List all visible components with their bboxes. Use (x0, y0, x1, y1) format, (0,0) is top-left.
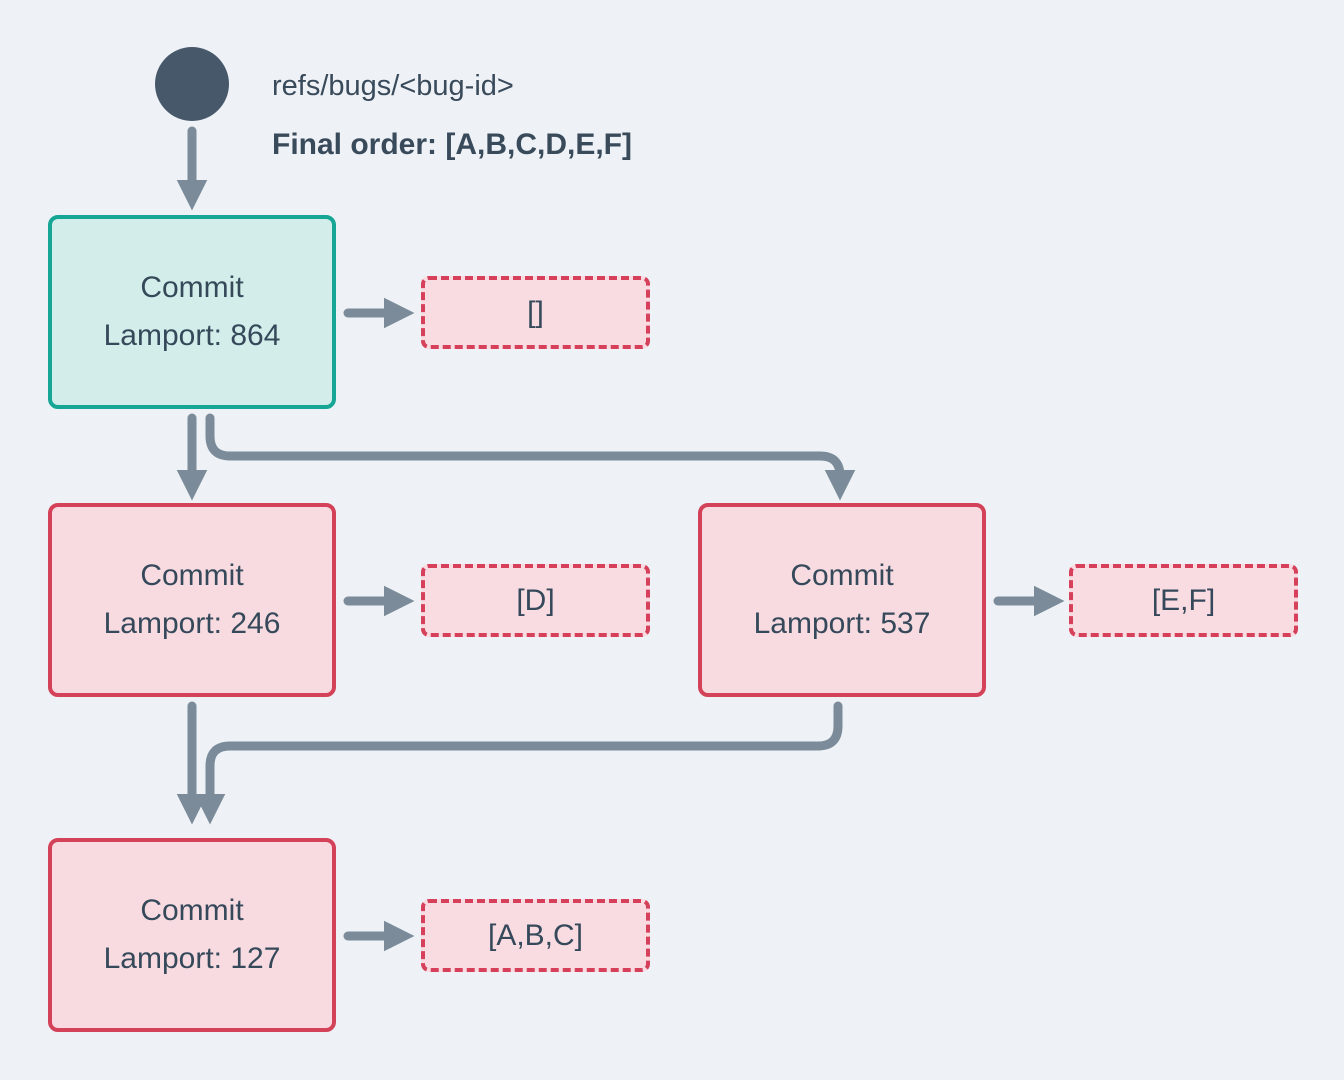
commit-lamport: Lamport: 127 (103, 942, 281, 975)
payload-box-empty: [] (421, 276, 650, 349)
commit-title: Commit (790, 559, 894, 592)
commit-lamport: Lamport: 246 (103, 607, 281, 640)
commit-title: Commit (140, 894, 244, 927)
commit-node-864: Commit Lamport: 864 (48, 215, 336, 409)
payload-label: [] (527, 295, 544, 329)
final-order-label: Final order: [A,B,C,D,E,F] (272, 128, 632, 161)
payload-box-abc: [A,B,C] (421, 899, 650, 972)
edge-537-to-127 (194, 701, 843, 825)
ref-label: refs/bugs/<bug-id> (272, 70, 514, 102)
commit-title: Commit (140, 271, 244, 304)
commit-lamport: Lamport: 864 (103, 319, 281, 352)
commit-title: Commit (140, 559, 244, 592)
payload-label: [E,F] (1151, 583, 1216, 617)
commit-node-127: Commit Lamport: 127 (48, 838, 336, 1032)
edge-864-to-537 (205, 413, 856, 501)
payload-box-ef: [E,F] (1069, 564, 1298, 637)
commit-node-246: Commit Lamport: 246 (48, 503, 336, 697)
commit-node-537: Commit Lamport: 537 (698, 503, 986, 697)
commit-lamport: Lamport: 537 (753, 607, 931, 640)
payload-label: [D] (516, 583, 555, 617)
payload-box-d: [D] (421, 564, 650, 637)
ref-head-circle (155, 47, 229, 121)
payload-label: [A,B,C] (487, 918, 584, 952)
